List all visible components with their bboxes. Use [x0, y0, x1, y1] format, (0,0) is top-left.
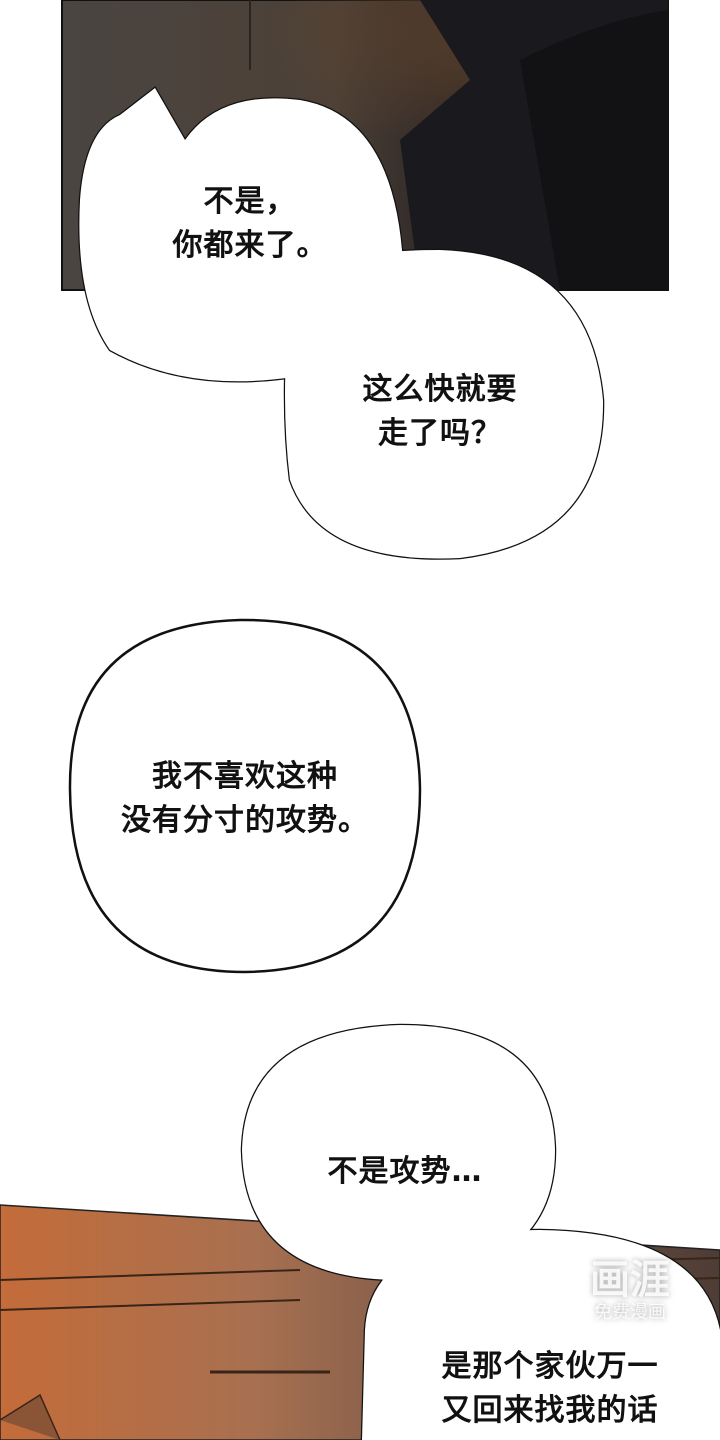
bubble-text-1: 不是， 你都来了。 — [150, 180, 350, 268]
bubble-line: 不是攻势… — [327, 1154, 483, 1189]
watermark-subtitle: 免费漫画 — [594, 1302, 666, 1323]
bubble-text-2: 这么快就要 走了吗？ — [330, 368, 550, 456]
speech-bubble-middle — [68, 618, 422, 974]
bubble-text-4: 不是攻势… — [300, 1150, 510, 1194]
bubble-text-5: 是那个家伙万一 又回来找我的话 — [410, 1345, 690, 1433]
watermark-title: 画涯 — [590, 1257, 670, 1303]
watermark-logo: 画涯 免费漫画 — [590, 1258, 670, 1324]
bubble-line: 走了吗？ — [378, 416, 502, 451]
bubble-line: 没有分寸的攻势。 — [121, 803, 369, 838]
speech-bubbles-top — [78, 86, 605, 560]
bubble-text-3: 我不喜欢这种 没有分寸的攻势。 — [95, 755, 395, 843]
bubble-line: 这么快就要 — [362, 372, 518, 407]
bubble-line: 是那个家伙万一 — [441, 1349, 659, 1384]
bubble-line: 又回来找我的话 — [441, 1393, 659, 1428]
bubble-line: 我不喜欢这种 — [152, 759, 338, 794]
bubble-line: 不是， — [203, 184, 297, 219]
speech-bubbles-bottom — [240, 1023, 720, 1440]
bubble-line: 你都来了。 — [172, 228, 328, 263]
